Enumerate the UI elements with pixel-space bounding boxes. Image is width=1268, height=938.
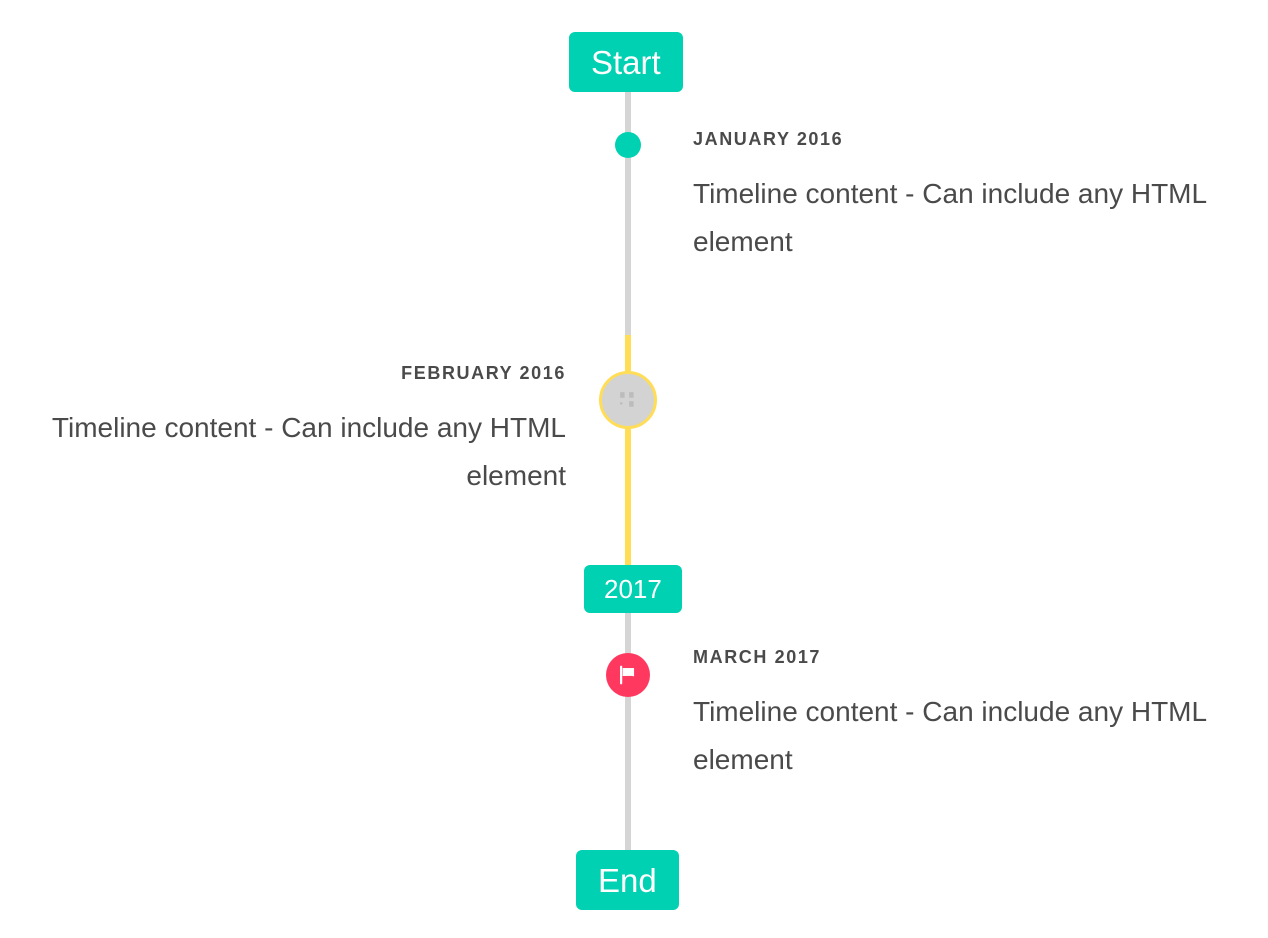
timeline-item-february-2016: FEBRUARY 2016 Timeline content - Can inc… [36, 364, 566, 500]
timeline-item-body: Timeline content - Can include any HTML … [51, 412, 566, 492]
timeline-rail-segment-start [625, 92, 631, 134]
timeline-footer-badge-end[interactable]: End [576, 850, 679, 910]
timeline-item-body: Timeline content - Can include any HTML … [693, 178, 1207, 258]
timeline-item-body: Timeline content - Can include any HTML … [693, 696, 1207, 776]
timeline-divider-badge-2017[interactable]: 2017 [584, 565, 682, 613]
timeline-rail-segment-divider [625, 612, 631, 654]
timeline-item-march-2017: MARCH 2017 Timeline content - Can includ… [693, 648, 1233, 784]
timeline-marker-january-2016[interactable] [615, 132, 641, 158]
flag-icon [620, 665, 635, 685]
timeline-rail-segment-january [625, 158, 631, 336]
timeline-marker-march-2017[interactable] [606, 653, 650, 697]
timeline-header-badge-start[interactable]: Start [569, 32, 683, 92]
timeline-marker-february-2016[interactable] [599, 371, 657, 429]
timeline-item-heading: MARCH 2017 [693, 647, 822, 667]
timeline-rail-segment-february-lower [625, 428, 631, 566]
timeline-rail-segment-february-upper [625, 335, 631, 372]
timeline-item-heading: JANUARY 2016 [693, 129, 844, 149]
timeline-item-heading: FEBRUARY 2016 [401, 363, 566, 383]
timeline-rail-segment-march [625, 696, 631, 851]
image-placeholder-icon [620, 392, 634, 407]
timeline-item-january-2016: JANUARY 2016 Timeline content - Can incl… [693, 130, 1233, 266]
